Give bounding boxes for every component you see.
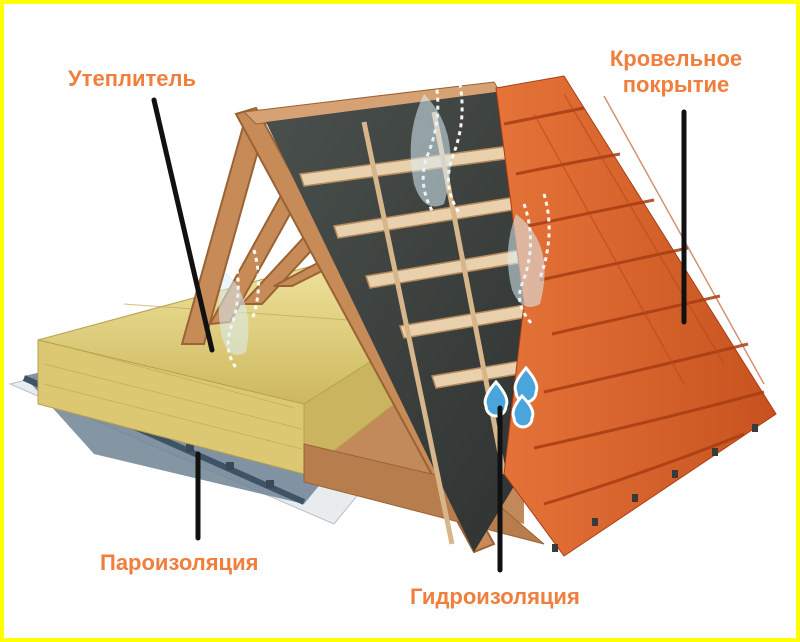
pointer-insulation xyxy=(151,97,215,353)
roofing-label-line1: Кровельное xyxy=(609,46,743,71)
insulation-label: Утеплитель xyxy=(68,66,196,91)
pointer-lines xyxy=(151,97,687,573)
roofing-label-line2: покрытие xyxy=(622,72,730,97)
roof-illustration xyxy=(8,67,777,573)
air-flow-icon xyxy=(218,94,545,355)
diagram-frame: Утеплитель Кровельное покрытие Пароизоля… xyxy=(4,4,796,638)
tile-rows xyxy=(503,106,765,506)
waterproofing-label: Гидроизоляция xyxy=(410,584,580,609)
roofing-label: Кровельное покрытие xyxy=(586,46,766,98)
vapor-barrier-label: Пароизоляция xyxy=(100,550,259,575)
